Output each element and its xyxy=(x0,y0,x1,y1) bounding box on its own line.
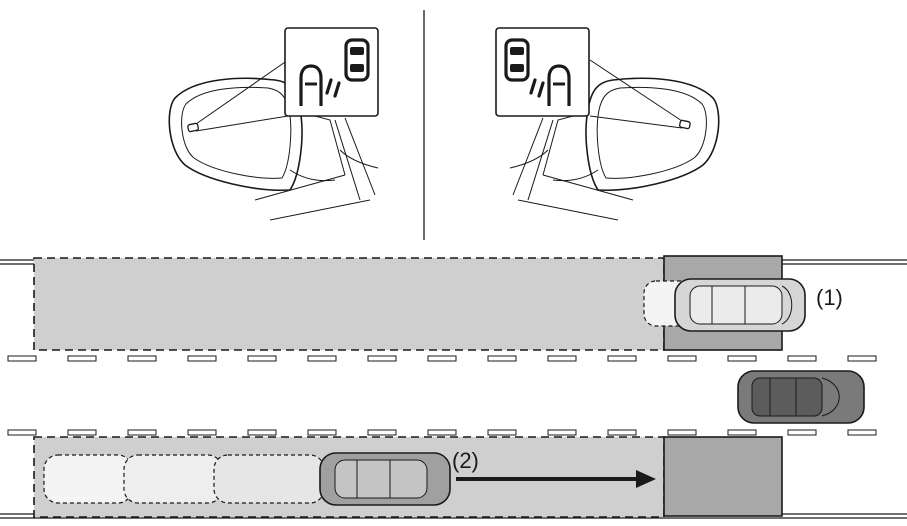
lane-dash xyxy=(307,355,337,362)
lane-dash xyxy=(187,355,217,362)
lane-dash xyxy=(7,355,37,362)
detection-zone-1: (1) xyxy=(33,255,843,351)
detection-zone-2: (2) xyxy=(33,436,783,518)
right-mirror-indicator-light xyxy=(678,119,691,130)
lane-dash xyxy=(727,355,757,362)
left-mirror-panel xyxy=(168,27,379,221)
lane-divider-lower xyxy=(7,429,877,436)
lane-dash xyxy=(847,429,877,436)
vehicle-adjacent-lane xyxy=(737,370,865,424)
vehicle-zone-1 xyxy=(674,278,806,332)
vehicle-zone-2 xyxy=(319,452,451,506)
lane-dash xyxy=(127,355,157,362)
lane-dash xyxy=(667,355,697,362)
lane-dash xyxy=(367,355,397,362)
lane-dash xyxy=(547,429,577,436)
lane-dash xyxy=(367,429,397,436)
lane-dash xyxy=(127,429,157,436)
left-mirror-indicator-light xyxy=(187,122,200,133)
lane-dash xyxy=(427,429,457,436)
lane-dash xyxy=(847,355,877,362)
lane-dash xyxy=(67,429,97,436)
lane-dash xyxy=(67,355,97,362)
right-blind-spot-warning-icon xyxy=(495,27,590,117)
right-mirror-panel xyxy=(495,27,720,221)
lane-dash xyxy=(487,429,517,436)
lane-dash xyxy=(247,355,277,362)
lane-dash xyxy=(307,429,337,436)
lane-dash xyxy=(787,429,817,436)
motion-arrow xyxy=(456,470,656,488)
lane-dash xyxy=(727,429,757,436)
lane-dash xyxy=(7,429,37,436)
lane-dash xyxy=(667,429,697,436)
lane-dash xyxy=(787,355,817,362)
lane-divider-upper xyxy=(7,355,877,362)
lane-dash xyxy=(547,355,577,362)
lane-dash xyxy=(607,429,637,436)
lane-dash xyxy=(187,429,217,436)
lane-dash xyxy=(247,429,277,436)
vehicle-trail-zone-2 xyxy=(43,454,325,504)
lane-dash xyxy=(607,355,637,362)
zone-1-label: (1) xyxy=(816,285,843,310)
lane-dash xyxy=(427,355,457,362)
lane-dash xyxy=(487,355,517,362)
zone-2-label: (2) xyxy=(452,448,479,473)
left-blind-spot-warning-icon xyxy=(284,27,379,117)
